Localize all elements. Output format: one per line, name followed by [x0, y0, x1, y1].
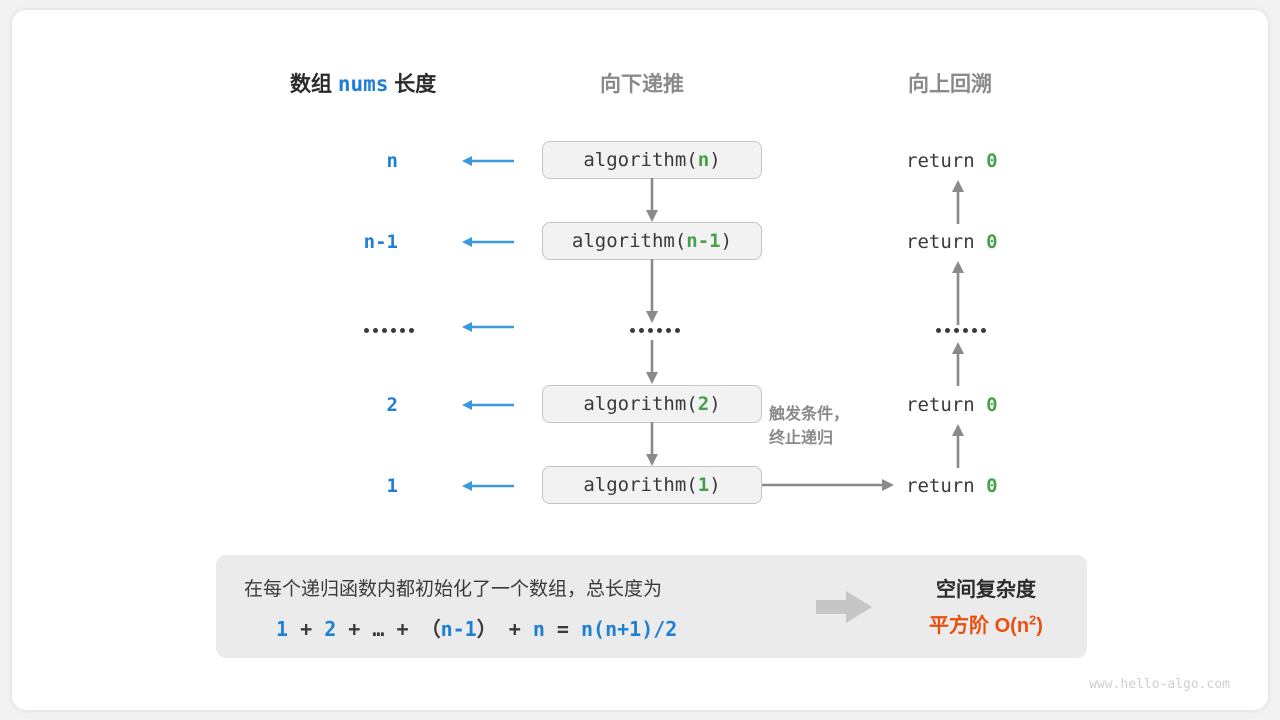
formula-op-1: +: [300, 617, 313, 641]
formula-op-3: +: [396, 617, 409, 641]
formula-term-4: n-1: [440, 617, 477, 641]
return-keyword-row-3: return: [906, 394, 975, 416]
call-arg-row-1: n-1: [686, 230, 721, 252]
complexity-title: 空间复杂度: [936, 579, 1036, 601]
return-row-3: return 0: [906, 394, 998, 416]
length-ellipsis-row-2: [364, 328, 414, 333]
formula-term-3: …: [372, 617, 385, 641]
call-box-row-3[interactable]: algorithm(2): [542, 385, 762, 423]
call-prefix-row-0: algorithm(: [583, 149, 698, 171]
up-arrow-icon-2-to-1: [952, 261, 964, 325]
blue-arrow-icon-row-3: [462, 400, 514, 410]
down-arrow-icon-0-to-1: [646, 178, 658, 222]
call-arg-row-4: 1: [697, 474, 710, 496]
summary-formula: 1 + 2 + … + （n-1） + n = n(n+1)/2: [276, 613, 677, 642]
formula-paren-open: （: [420, 617, 441, 641]
call-box-row-4[interactable]: algorithm(1): [542, 466, 762, 504]
return-value-row-0: 0: [986, 150, 998, 172]
formula-op-4: +: [508, 617, 521, 641]
summary-description: 在每个递归函数内都初始化了一个数组，总长度为: [244, 579, 663, 600]
blue-arrow-icon-row-1: [462, 237, 514, 247]
up-arrow-icon-3-to-2: [952, 342, 964, 386]
complexity-bigo: O(n: [994, 615, 1030, 637]
call-prefix-row-3: algorithm(: [583, 393, 698, 415]
complexity-close-paren: ): [1036, 615, 1043, 637]
call-suffix-row-3: ): [709, 393, 721, 415]
down-arrow-icon-2-to-3: [646, 340, 658, 384]
return-row-0: return 0: [906, 150, 998, 172]
return-row-4: return 0: [906, 475, 998, 497]
return-value-row-1: 0: [986, 231, 998, 253]
length-value-row-0: n: [386, 150, 398, 172]
return-value-row-4: 0: [986, 475, 998, 497]
return-keyword-row-0: return: [906, 150, 975, 172]
base-case-arrow-icon: [762, 479, 894, 491]
header-array-suffix: 长度: [394, 73, 437, 96]
call-suffix-row-0: ): [709, 149, 721, 171]
diagram-canvas: 数组 nums 长度 向下递推 向上回溯 n n-1 2 1 algorithm…: [12, 10, 1268, 710]
blue-arrow-icon-row-4: [462, 481, 514, 491]
return-keyword-row-1: return: [906, 231, 975, 253]
complexity-value: 平方阶 O(n2): [886, 609, 1086, 638]
call-arg-row-0: n: [697, 149, 710, 171]
call-box-row-1[interactable]: algorithm(n-1): [542, 222, 762, 260]
up-arrow-icon-1-to-0: [952, 180, 964, 224]
formula-result: n(n+1)/2: [581, 617, 678, 641]
down-arrow-icon-3-to-4: [646, 422, 658, 466]
formula-equals: =: [556, 617, 569, 641]
down-arrow-icon-1-to-2: [646, 259, 658, 323]
header-recurse-down: 向下递推: [600, 73, 684, 96]
formula-op-2: +: [348, 617, 361, 641]
trigger-note-line1: 触发条件，: [769, 406, 850, 423]
return-row-1: return 0: [906, 231, 998, 253]
complexity-exponent: 2: [1029, 612, 1037, 628]
call-suffix-row-4: ): [709, 474, 721, 496]
return-value-row-3: 0: [986, 394, 998, 416]
formula-paren-close: ）: [476, 617, 497, 641]
length-value-row-1: n-1: [363, 231, 398, 253]
formula-term-5: n: [532, 617, 545, 641]
summary-panel: 在每个递归函数内都初始化了一个数组，总长度为 1 + 2 + … + （n-1）…: [216, 555, 1087, 658]
header-array-prefix: 数组: [290, 73, 332, 96]
header-array-length: 数组 nums 长度: [290, 68, 436, 98]
return-keyword-row-4: return: [906, 475, 975, 497]
trigger-note: 触发条件， 终止递归: [769, 403, 849, 451]
length-value-row-3: 2: [386, 394, 398, 416]
formula-term-1: 1: [276, 617, 289, 641]
complexity-label: 平方阶: [929, 615, 990, 637]
call-box-row-0[interactable]: algorithm(n): [542, 141, 762, 179]
header-array-code: nums: [337, 72, 389, 96]
return-ellipsis-row-2: [936, 328, 986, 333]
formula-term-2: 2: [324, 617, 337, 641]
call-suffix-row-1: ): [720, 230, 733, 252]
header-backtrack-up: 向上回溯: [908, 73, 992, 96]
blue-arrow-icon-row-2: [462, 322, 514, 332]
watermark: www.hello-algo.com: [1089, 677, 1230, 692]
up-arrow-icon-4-to-3: [952, 424, 964, 468]
result-arrow-icon: [816, 591, 872, 623]
length-value-row-4: 1: [386, 475, 398, 497]
call-prefix-row-4: algorithm(: [583, 474, 698, 496]
trigger-note-line2: 终止递归: [769, 430, 834, 447]
blue-arrow-icon-row-0: [462, 156, 514, 166]
call-prefix-row-1: algorithm(: [571, 230, 687, 252]
call-arg-row-3: 2: [697, 393, 710, 415]
call-ellipsis-row-2: [630, 328, 680, 333]
